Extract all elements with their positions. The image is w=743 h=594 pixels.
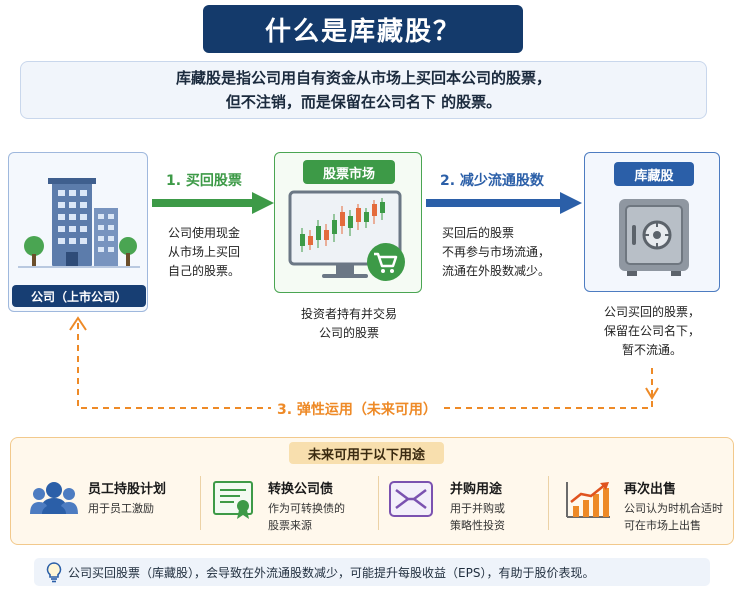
- step1-desc-line: 公司使用现金: [168, 226, 241, 240]
- people-icon: [30, 482, 78, 514]
- use-title-merger: 并购用途: [450, 482, 503, 497]
- certificate-icon: [213, 481, 253, 519]
- use-desc-resale: 公司认为时机合适时 可在市场上出售: [624, 500, 723, 534]
- market-description: 投资者持有并交易 公司的股票: [284, 305, 414, 343]
- market-desc-line: 投资者持有并交易: [300, 307, 397, 321]
- divider: [200, 476, 201, 530]
- step1-title: 1. 买回股票: [166, 173, 242, 189]
- use-title-employee-stock: 员工持股计划: [88, 482, 167, 497]
- eps-note-text: 公司买回股票（库藏股），会导致在外流通股数减少，可能提升每股收益（EPS），有助…: [68, 565, 595, 580]
- use-title-resale: 再次出售: [624, 482, 677, 497]
- step1-desc-line: 从市场上买回: [168, 245, 241, 259]
- step1-desc-line: 自己的股票。: [168, 264, 241, 278]
- use-title-convertible-bond: 转换公司债: [268, 482, 334, 497]
- growth-chart-icon: [566, 482, 610, 518]
- use-desc-merger: 用于并购或 策略性投资: [450, 500, 505, 534]
- monitor-candlestick-icon: [288, 190, 405, 281]
- page-title: 什么是库藏股？: [203, 5, 523, 53]
- treasury-stock-label: 库藏股: [614, 162, 694, 186]
- step3-dashed-loop-arrow-icon: [69, 316, 659, 409]
- step2-arrow-icon: [426, 192, 582, 214]
- merge-icon: [389, 481, 433, 517]
- step2-title: 2. 减少流通股数: [440, 173, 544, 189]
- definition-line-2: 但不注销，而是保留在公司名下 的股票。: [225, 93, 502, 111]
- company-label: 公司（上市公司）: [12, 285, 146, 307]
- step1-description: 公司使用现金 从市场上买回 自己的股票。: [168, 224, 268, 281]
- future-uses-header: 未来可用于以下用途: [289, 442, 444, 464]
- treasury-description: 公司买回的股票， 保留在公司名下， 暂不流通。: [590, 303, 714, 360]
- safe-icon: [619, 199, 689, 276]
- treasury-desc-line: 保留在公司名下，: [603, 324, 700, 338]
- use-desc-line: 用于员工激励: [88, 502, 154, 515]
- divider: [378, 476, 379, 530]
- definition-box: 库藏股是指公司用自有资金从市场上买回本公司的股票， 但不注销，而是保留在公司名下…: [20, 61, 707, 119]
- treasury-desc-line: 暂不流通。: [621, 343, 682, 357]
- use-desc-line: 策略性投资: [450, 519, 505, 532]
- use-desc-convertible-bond: 作为可转换债的 股票来源: [268, 500, 345, 534]
- market-desc-line: 公司的股票: [318, 326, 379, 340]
- step2-desc-line: 不再参与市场流通，: [442, 245, 551, 259]
- treasury-desc-line: 公司买回的股票，: [603, 305, 700, 319]
- eps-note: 公司买回股票（库藏股），会导致在外流通股数减少，可能提升每股收益（EPS），有助…: [34, 558, 710, 586]
- use-desc-line: 股票来源: [268, 519, 312, 532]
- step2-description: 买回后的股票 不再参与市场流通， 流通在外股数减少。: [442, 224, 572, 281]
- step2-desc-line: 买回后的股票: [442, 226, 515, 240]
- stock-market-label: 股票市场: [303, 160, 395, 184]
- use-desc-line: 用于并购或: [450, 502, 505, 515]
- use-desc-line: 可在市场上出售: [624, 519, 701, 532]
- step1-arrow-icon: [152, 192, 274, 214]
- use-desc-line: 作为可转换债的: [268, 502, 345, 515]
- office-building-icon: [18, 178, 140, 268]
- use-desc-line: 公司认为时机合适时: [624, 502, 723, 515]
- use-desc-employee-stock: 用于员工激励: [88, 500, 154, 517]
- step2-desc-line: 流通在外股数减少。: [442, 264, 551, 278]
- definition-line-1: 库藏股是指公司用自有资金从市场上买回本公司的股票，: [175, 69, 551, 87]
- divider: [548, 476, 549, 530]
- lightbulb-icon: [46, 562, 62, 583]
- step3-title: 3. 弹性运用（未来可用）: [271, 399, 443, 419]
